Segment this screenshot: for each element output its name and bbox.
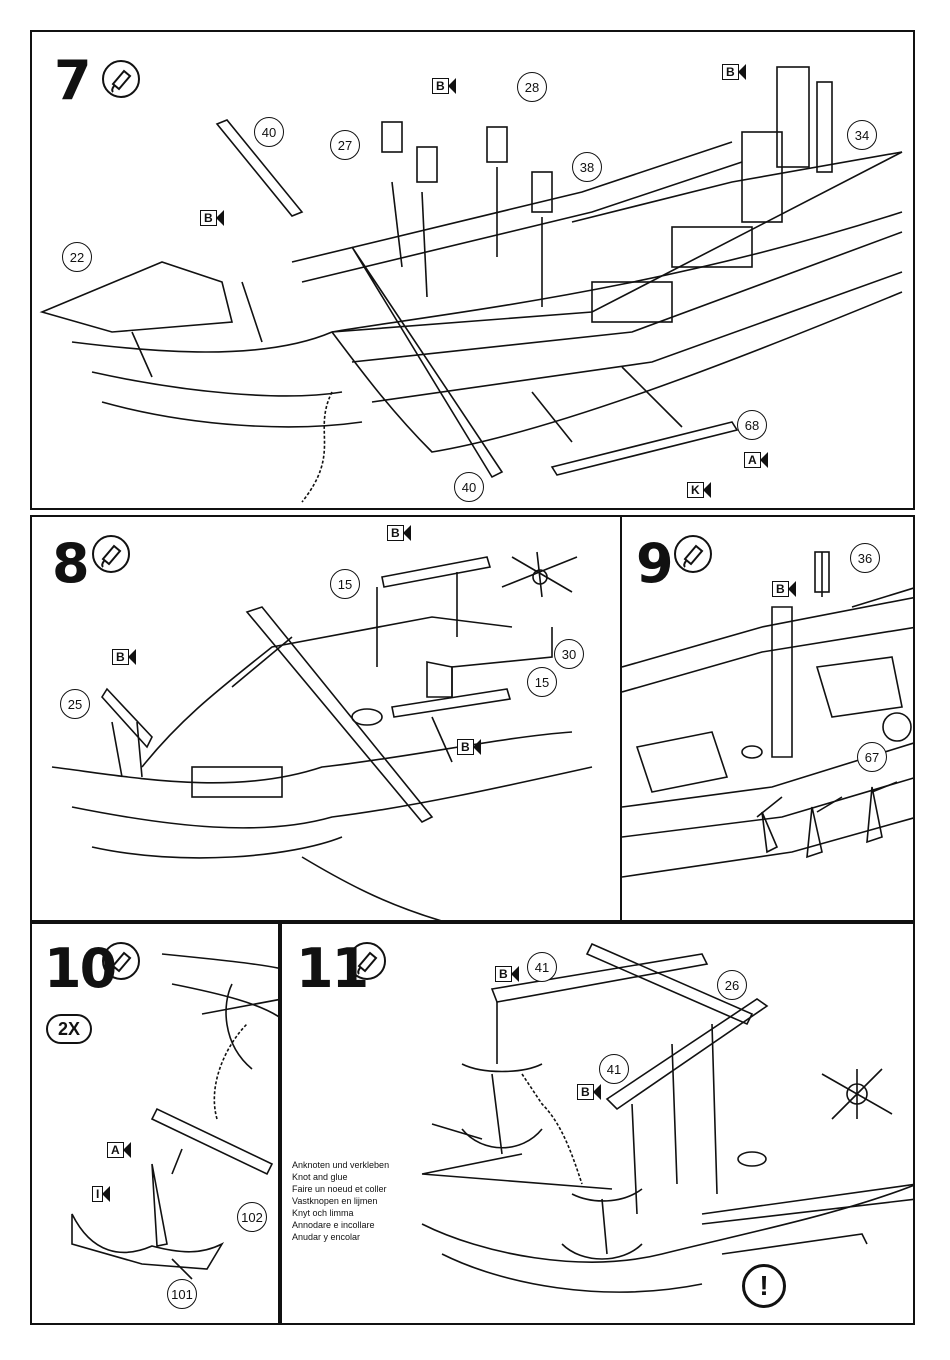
flag-b: B xyxy=(722,64,746,80)
note-line: Anudar y encolar xyxy=(292,1231,389,1243)
ship-deck-illustration-9 xyxy=(622,517,915,922)
flag-label: B xyxy=(387,525,404,541)
flag-label: K xyxy=(687,482,704,498)
part-callout-41-lower: 41 xyxy=(599,1054,629,1084)
flag-label: B xyxy=(495,966,512,982)
flag-b: B xyxy=(432,78,456,94)
note-line: Anknoten und verkleben xyxy=(292,1159,389,1171)
part-callout-25: 25 xyxy=(60,689,90,719)
note-line: Knyt och limma xyxy=(292,1207,389,1219)
part-callout-26: 26 xyxy=(717,970,747,1000)
part-callout-15: 15 xyxy=(330,569,360,599)
note-line: Annodare e incollare xyxy=(292,1219,389,1231)
step-7-panel: 7 xyxy=(30,30,915,510)
flag-b: B xyxy=(495,966,519,982)
flag-label: B xyxy=(457,739,474,755)
part-callout-36: 36 xyxy=(850,543,880,573)
flag-a: A xyxy=(107,1142,131,1158)
part-callout-22: 22 xyxy=(62,242,92,272)
part-callout-15-lower: 15 xyxy=(527,667,557,697)
part-callout-40: 40 xyxy=(254,117,284,147)
flag-label: B xyxy=(577,1084,594,1100)
anchor-illustration-10 xyxy=(32,924,280,1325)
warning-icon: ! xyxy=(742,1264,786,1308)
flag-i: I xyxy=(92,1186,110,1202)
flag-a: A xyxy=(744,452,768,468)
flag-label: B xyxy=(772,581,789,597)
flag-b: B xyxy=(112,649,136,665)
flag-label: B xyxy=(432,78,449,94)
note-line: Vastknopen en lijmen xyxy=(292,1195,389,1207)
part-callout-41: 41 xyxy=(527,952,557,982)
ship-bow-illustration-8 xyxy=(32,517,622,922)
flag-label: A xyxy=(107,1142,124,1158)
flag-b: B xyxy=(457,739,481,755)
step-10-panel: 10 2X 102 101 A I xyxy=(30,922,280,1325)
knot-and-glue-note: Anknoten und verkleben Knot and glue Fai… xyxy=(292,1159,389,1243)
part-callout-38: 38 xyxy=(572,152,602,182)
flag-label: A xyxy=(744,452,761,468)
step-9-panel: 9 36 67 B xyxy=(620,515,915,922)
part-callout-27: 27 xyxy=(330,130,360,160)
step-8-panel: 8 15 30 25 15 B B B xyxy=(30,515,622,922)
catheads-anchor-illustration-11 xyxy=(282,924,915,1325)
flag-label: B xyxy=(200,210,217,226)
flag-b: B xyxy=(200,210,224,226)
part-callout-101: 101 xyxy=(167,1279,197,1309)
flag-b: B xyxy=(772,581,796,597)
part-callout-102: 102 xyxy=(237,1202,267,1232)
note-line: Knot and glue xyxy=(292,1171,389,1183)
part-callout-28: 28 xyxy=(517,72,547,102)
flag-b: B xyxy=(387,525,411,541)
flag-label: B xyxy=(112,649,129,665)
part-callout-40-lower: 40 xyxy=(454,472,484,502)
part-callout-68: 68 xyxy=(737,410,767,440)
part-callout-34: 34 xyxy=(847,120,877,150)
part-callout-30: 30 xyxy=(554,639,584,669)
step-11-panel: 11 41 26 41 B B xyxy=(280,922,915,1325)
flag-k: K xyxy=(687,482,711,498)
ship-bow-illustration-7 xyxy=(32,32,915,510)
part-callout-67: 67 xyxy=(857,742,887,772)
flag-b: B xyxy=(577,1084,601,1100)
flag-label: B xyxy=(722,64,739,80)
note-line: Faire un noeud et coller xyxy=(292,1183,389,1195)
